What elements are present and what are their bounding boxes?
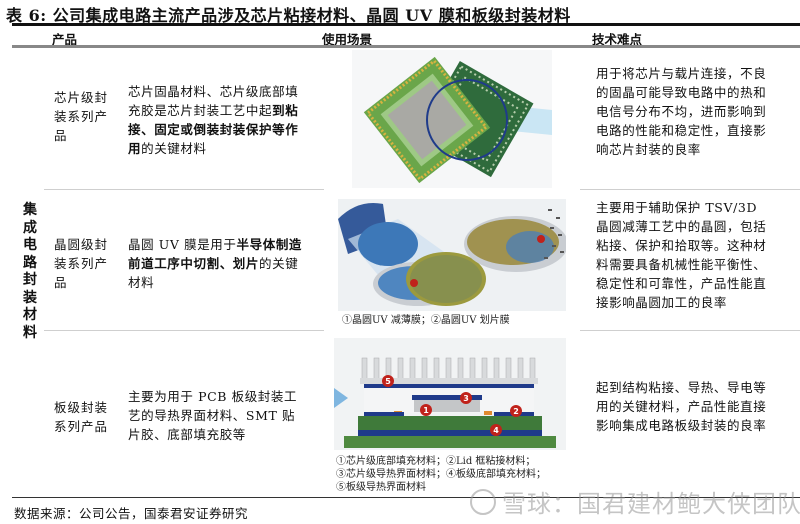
svg-text:3: 3 bbox=[463, 394, 469, 403]
chip-package-image bbox=[352, 50, 552, 188]
svg-text:5: 5 bbox=[385, 377, 391, 386]
wafer-uv-film-image bbox=[338, 199, 566, 311]
header-scenario: 使用场景 bbox=[322, 32, 373, 47]
row-separator bbox=[580, 189, 800, 190]
row3-description: 主要为用于 PCB 板级封装工艺的导热界面材料、SMT 贴片胶、底部填充胶等 bbox=[128, 389, 298, 442]
row2-description: 晶圆 UV 膜是用于半导体制造前道工序中切割、划片的关键材料 bbox=[128, 237, 303, 290]
row2-image-caption: ①晶圆UV 减薄膜；②晶圆UV 划片膜 bbox=[342, 315, 510, 326]
header-rule bbox=[12, 45, 800, 48]
row3-image-caption: ①芯片级底部填充材料；②Lid 框粘接材料； ③芯片级导热界面材料；④板级底部填… bbox=[336, 456, 546, 493]
row3-difficulty: 起到结构粘接、导热、导电等用的关键材料，产品性能直接影响集成电路板级封装的良率 bbox=[596, 380, 767, 433]
svg-text:2: 2 bbox=[513, 407, 519, 416]
header-product: 产品 bbox=[52, 32, 78, 47]
bottom-rule bbox=[12, 497, 800, 498]
top-rule bbox=[12, 23, 800, 26]
watermark: 雪球：国君建材鲍大侠团队 bbox=[470, 484, 800, 519]
snowball-logo-icon bbox=[470, 489, 496, 515]
row-separator bbox=[580, 330, 800, 331]
table-title: 表 6: 公司集成电路主流产品涉及芯片粘接材料、晶圆 UV 膜和板级封装材料 bbox=[6, 6, 571, 25]
row2-difficulty: 主要用于辅助保护 TSV/3D 晶圆减薄工艺中的晶圆，包括粘接、保护和拾取等。这… bbox=[596, 200, 767, 310]
row1-product: 芯片级封装系列产品 bbox=[54, 90, 109, 143]
board-package-diagram-icon: 5 3 1 2 4 bbox=[334, 357, 556, 448]
row2-product: 晶圆级封装系列产品 bbox=[54, 237, 109, 290]
row-separator bbox=[44, 330, 324, 331]
board-level-package-image: 5 3 1 2 4 bbox=[334, 338, 566, 450]
svg-text:4: 4 bbox=[493, 426, 499, 435]
row1-description: 芯片固晶材料、芯片级底部填充胶是芯片封装工艺中起到粘接、固定或倒装封装保护等作用… bbox=[128, 84, 299, 156]
svg-text:1: 1 bbox=[423, 406, 429, 415]
row1-difficulty: 用于将芯片与载片连接，不良的固晶可能导致电路中的热和电信号分布不均，进而影响到电… bbox=[596, 66, 767, 157]
category-label: 集 成 电 路 封 装 材 料 bbox=[23, 202, 37, 341]
wafer-film-icon bbox=[338, 203, 566, 306]
chip-package-icon bbox=[363, 56, 552, 184]
row-separator bbox=[44, 189, 324, 190]
row3-product: 板级封装系列产品 bbox=[54, 400, 109, 434]
data-source-note: 数据来源：公司公告，国泰君安证券研究 bbox=[14, 506, 249, 521]
header-difficulty: 技术难点 bbox=[592, 32, 643, 47]
